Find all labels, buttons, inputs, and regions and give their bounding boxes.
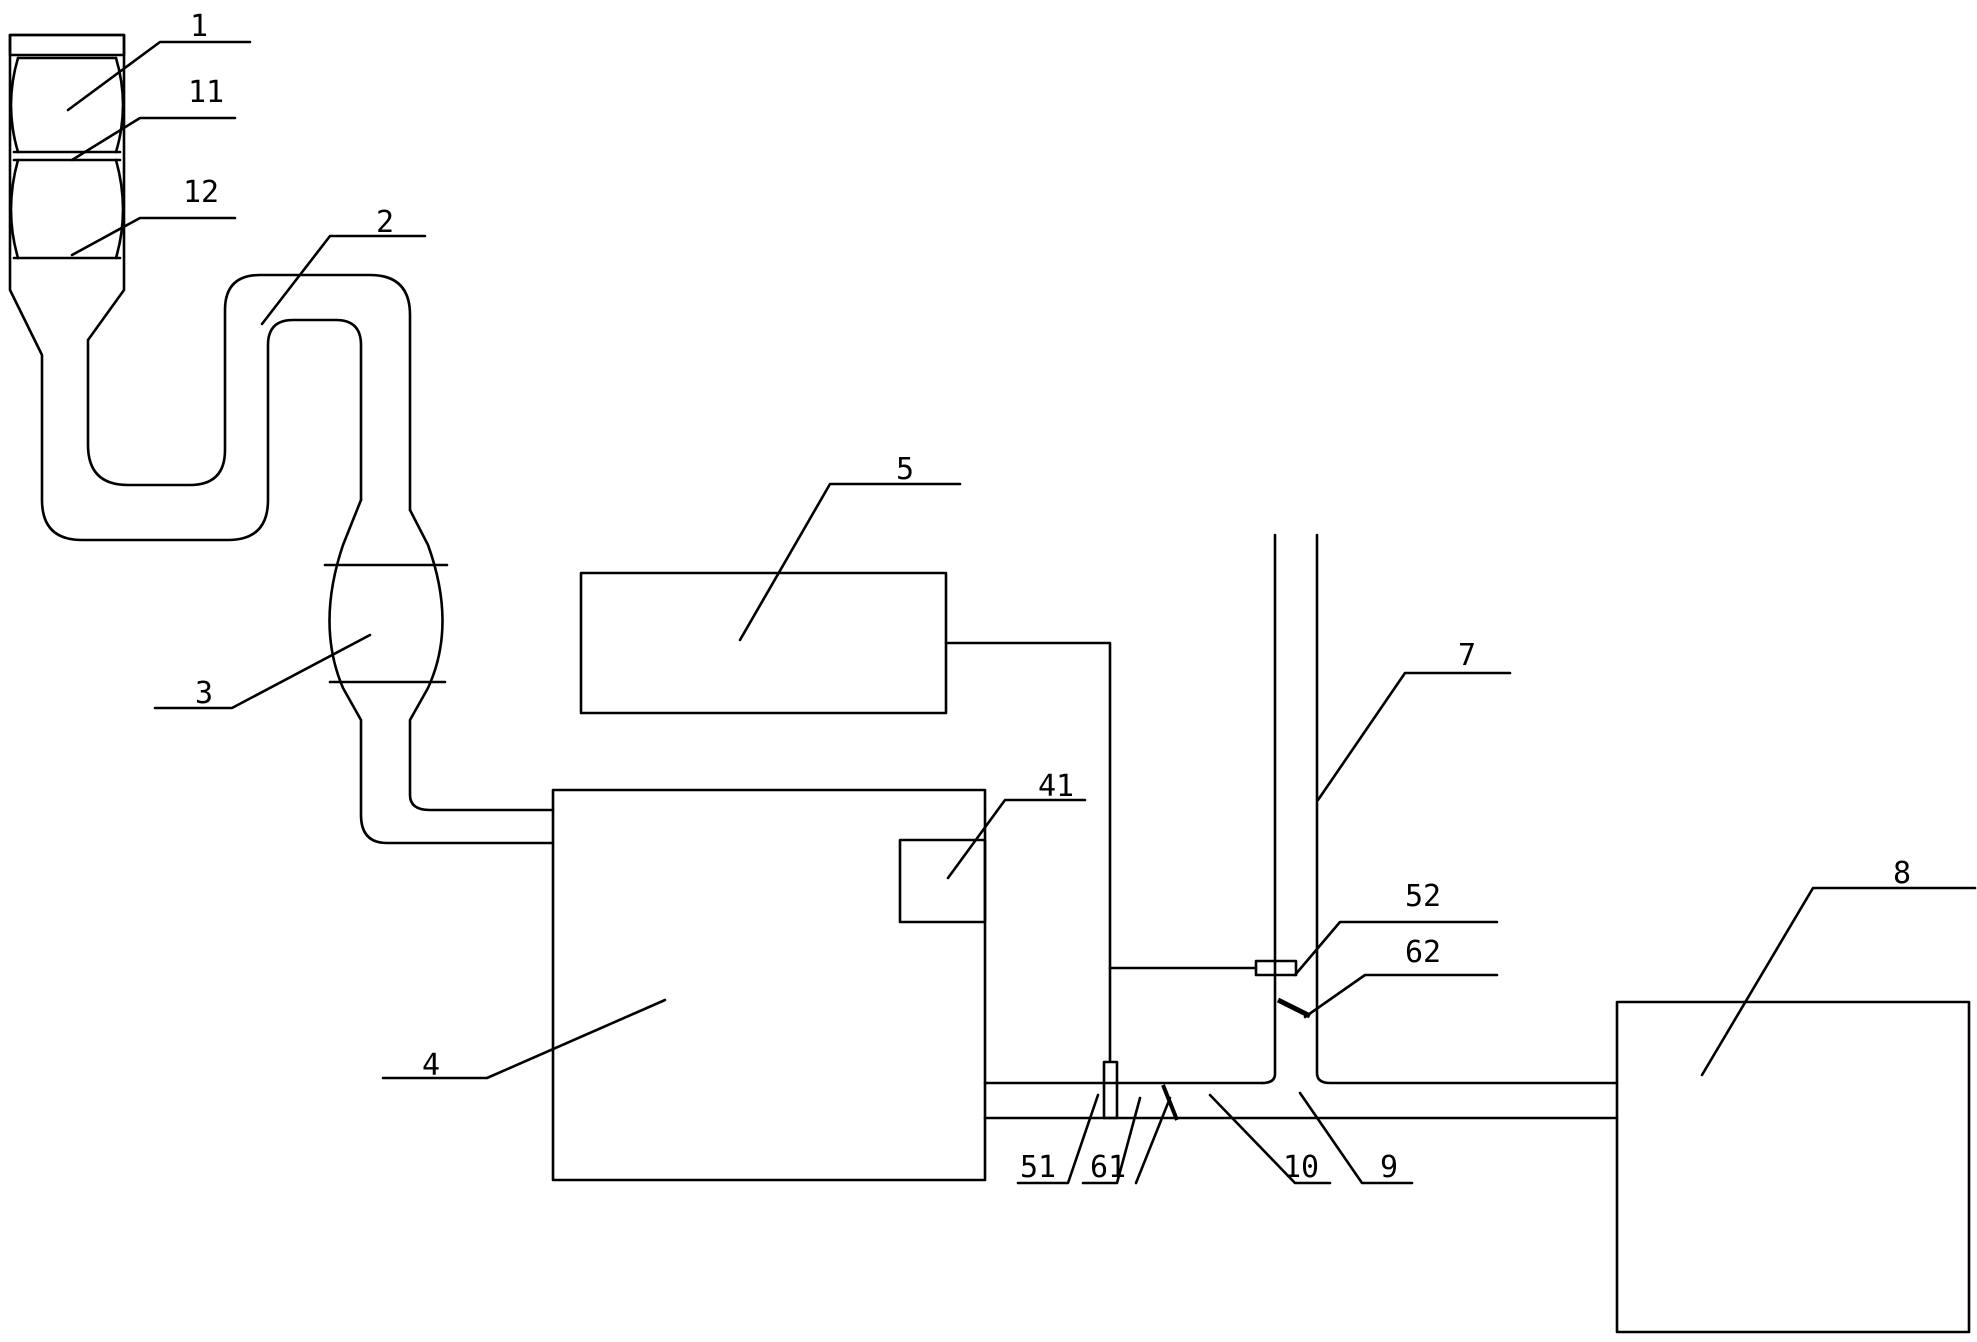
- label-51: 51: [1020, 1150, 1056, 1185]
- label-3: 3: [195, 676, 213, 711]
- filter-element-12: [9, 158, 125, 260]
- label-62: 62: [1405, 935, 1441, 970]
- canister-1: [8, 33, 412, 542]
- label-41: 41: [1038, 769, 1074, 804]
- label-8: 8: [1893, 856, 1911, 891]
- module-41: [898, 838, 987, 924]
- leader-lines: [66, 40, 1977, 1185]
- label-4: 4: [422, 1048, 440, 1083]
- label-10: 10: [1283, 1150, 1319, 1185]
- chimney-7-right: [1315, 533, 1619, 1085]
- label-61: 61: [1090, 1150, 1126, 1185]
- unit-8: [1615, 1000, 1971, 1334]
- sensor-51: [1102, 1060, 1119, 1120]
- label-1: 1: [190, 9, 208, 44]
- tank-4: [551, 788, 987, 1182]
- label-2: 2: [376, 205, 394, 240]
- label-12: 12: [183, 175, 219, 210]
- valve-61: [1161, 1084, 1179, 1121]
- label-9: 9: [1380, 1150, 1398, 1185]
- valve-62: [1276, 997, 1312, 1019]
- sensor-52: [1254, 959, 1298, 977]
- controller-5: [579, 571, 948, 715]
- label-11: 11: [188, 75, 224, 110]
- label-52: 52: [1405, 879, 1441, 914]
- label-5: 5: [896, 452, 914, 487]
- signal-wire-51: [944, 641, 1112, 1062]
- filter-element-11: [9, 56, 125, 154]
- chimney-7-left: [1260, 533, 1277, 1085]
- chamber-3: [323, 498, 555, 845]
- label-7: 7: [1458, 638, 1476, 673]
